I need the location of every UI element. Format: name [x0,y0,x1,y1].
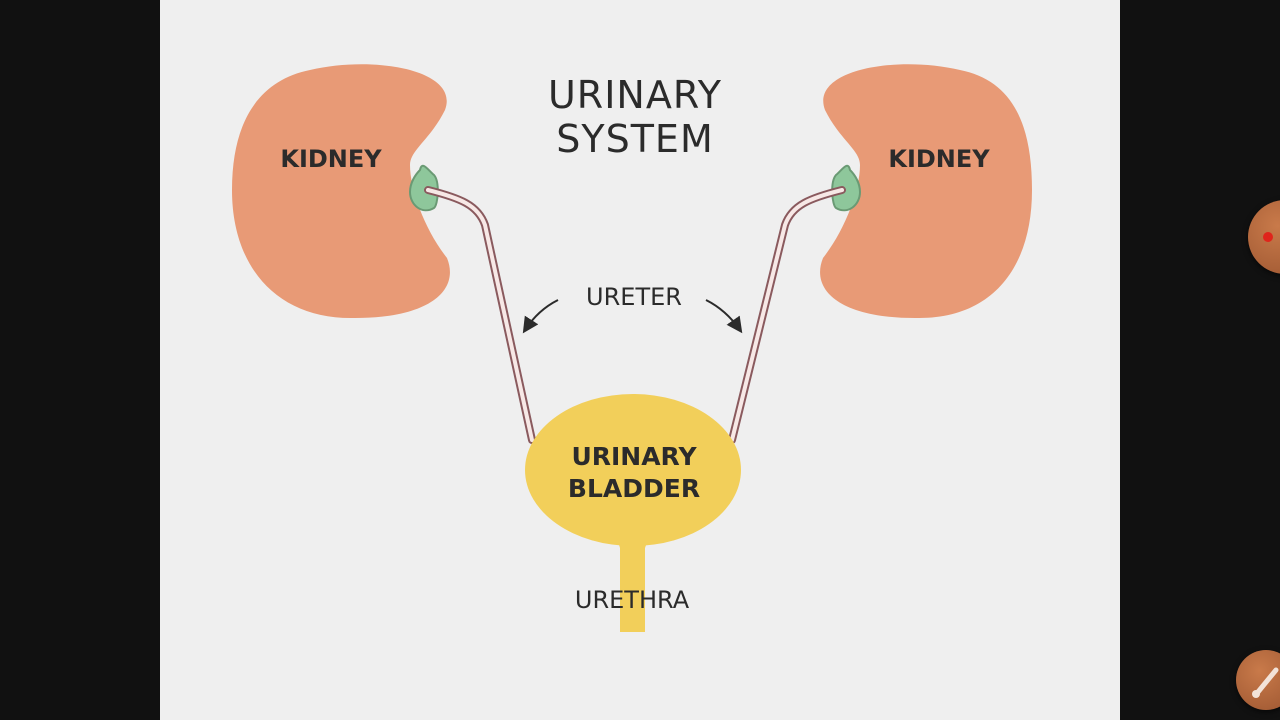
urethra-label: URETHRA [575,586,690,614]
urethra [612,520,655,632]
ureter-arrow-right [705,299,743,334]
slide-frame: URINARY SYSTEM KIDNEY KIDNEY URETER URIN… [160,0,1120,720]
title-line-1: URINARY [548,73,722,117]
kidney-right [820,64,1032,319]
kidney-left-hilum [408,164,439,212]
paintbrush-icon [1252,667,1279,698]
ureter-label: URETER [586,283,682,311]
ureter-arrow-left [522,299,559,334]
record-icon [1263,232,1273,242]
ureter-right [728,186,846,444]
title-line-2: SYSTEM [556,117,713,161]
kidney-left [232,64,450,319]
kidney-right-hilum [831,164,862,212]
kidney-left-label: KIDNEY [280,145,382,173]
urinary-system-diagram: URINARY SYSTEM KIDNEY KIDNEY URETER URIN… [232,64,1032,632]
ureter-left [424,186,536,444]
urinary-bladder [525,394,741,546]
kidney-right-label: KIDNEY [888,145,990,173]
draw-button[interactable] [1236,650,1280,710]
bladder-label-line-1: URINARY [571,442,697,471]
record-button[interactable] [1248,200,1280,274]
bladder-label-line-2: BLADDER [568,474,700,503]
